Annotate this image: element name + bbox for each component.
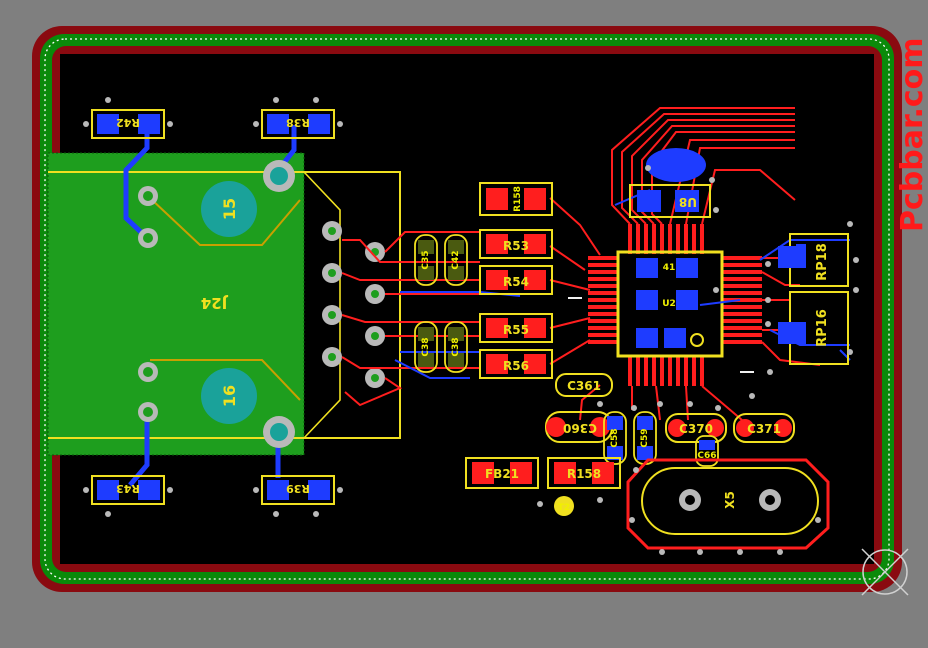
- watermark-text: Pcbbar.com: [895, 37, 928, 232]
- svg-text:T2: T2: [558, 503, 570, 513]
- connector-copper-pour: [48, 153, 304, 455]
- crystal-x5: X5: [626, 458, 830, 550]
- connector-silk-outline: [48, 171, 401, 439]
- svg-text:R43: R43: [116, 482, 140, 495]
- resistor-pack-rp18: RP18: [778, 233, 849, 287]
- svg-text:C42: C42: [451, 250, 461, 269]
- connector-pads: [138, 160, 295, 448]
- svg-text:C360: C360: [563, 421, 597, 435]
- svg-text:C66: C66: [697, 451, 716, 461]
- svg-text:R39: R39: [286, 482, 310, 495]
- resistor-r53: R53: [479, 229, 553, 259]
- bottom-trace: [128, 410, 150, 487]
- svg-text:C58: C58: [610, 428, 620, 447]
- svg-text:C38: C38: [451, 337, 461, 356]
- svg-text:C361: C361: [567, 379, 601, 393]
- svg-text:R38: R38: [286, 116, 310, 129]
- ic-main-u2: 41 U2: [588, 224, 762, 386]
- svg-text:C38: C38: [421, 337, 431, 356]
- svg-text:R158: R158: [513, 186, 523, 212]
- resistor-pack-rp16: RP16: [778, 291, 849, 365]
- cap-small-row: C58 C59 C66: [603, 411, 719, 467]
- resistor-r54: R54: [479, 265, 553, 295]
- svg-text:R158: R158: [567, 467, 601, 481]
- mount-hole-15-label: 15: [220, 198, 239, 220]
- mount-hole-16-label: 16: [220, 385, 239, 407]
- svg-text:RP16: RP16: [815, 309, 830, 347]
- resistor-r42: R42: [91, 109, 165, 139]
- origin-marker: [861, 548, 909, 596]
- cap-c42: C42: [444, 234, 468, 286]
- svg-text:R56: R56: [503, 359, 529, 373]
- resistor-r158-b: R158: [547, 457, 621, 489]
- svg-text:C370: C370: [679, 422, 713, 436]
- connector-silk-inner: [303, 171, 341, 439]
- connector-designator: J24: [201, 294, 228, 312]
- svg-text:U8: U8: [679, 195, 697, 209]
- svg-text:C59: C59: [640, 428, 650, 447]
- resistor-r56: R56: [479, 349, 553, 379]
- fanout-traces: [579, 107, 821, 421]
- cap-c361: C361: [555, 373, 613, 397]
- resistor-r38: R38: [261, 109, 335, 139]
- resistor-r55: R55: [479, 313, 553, 343]
- svg-text:R55: R55: [503, 323, 529, 337]
- svg-text:R54: R54: [503, 275, 529, 289]
- connector-dotted-edge: [47, 152, 305, 456]
- svg-text:U2: U2: [662, 299, 676, 309]
- top-copper-traces: [341, 197, 601, 407]
- keepout-dotted-border: [44, 38, 890, 580]
- regulator-u8: U8: [629, 148, 711, 218]
- svg-text:X5: X5: [723, 491, 737, 509]
- cap-c38-a: C38: [414, 321, 438, 373]
- resistor-r158: R158: [479, 182, 553, 216]
- test-point-t2: T2: [554, 496, 574, 516]
- cap-c35: C35: [414, 234, 438, 286]
- silk-line: [149, 197, 301, 246]
- cap-c38-b: C38: [444, 321, 468, 373]
- mount-hole-15: [201, 181, 257, 237]
- cap-c370: C370: [665, 413, 727, 443]
- cap-c371: C371: [733, 413, 795, 443]
- svg-text:41: 41: [663, 263, 676, 273]
- resistor-r39: R39: [261, 475, 335, 505]
- svg-text:R42: R42: [116, 116, 140, 129]
- svg-text:FB21: FB21: [485, 467, 519, 481]
- silk-line: [150, 359, 301, 401]
- svg-text:R53: R53: [503, 239, 529, 253]
- ferrite-fb21: FB21: [465, 457, 539, 489]
- svg-text:C35: C35: [421, 250, 431, 269]
- svg-text:C371: C371: [747, 422, 781, 436]
- rj-pads: [322, 221, 385, 388]
- resistor-r43: R43: [91, 475, 165, 505]
- svg-text:RP18: RP18: [815, 243, 830, 281]
- vias: [83, 97, 859, 555]
- mount-hole-16: [201, 368, 257, 424]
